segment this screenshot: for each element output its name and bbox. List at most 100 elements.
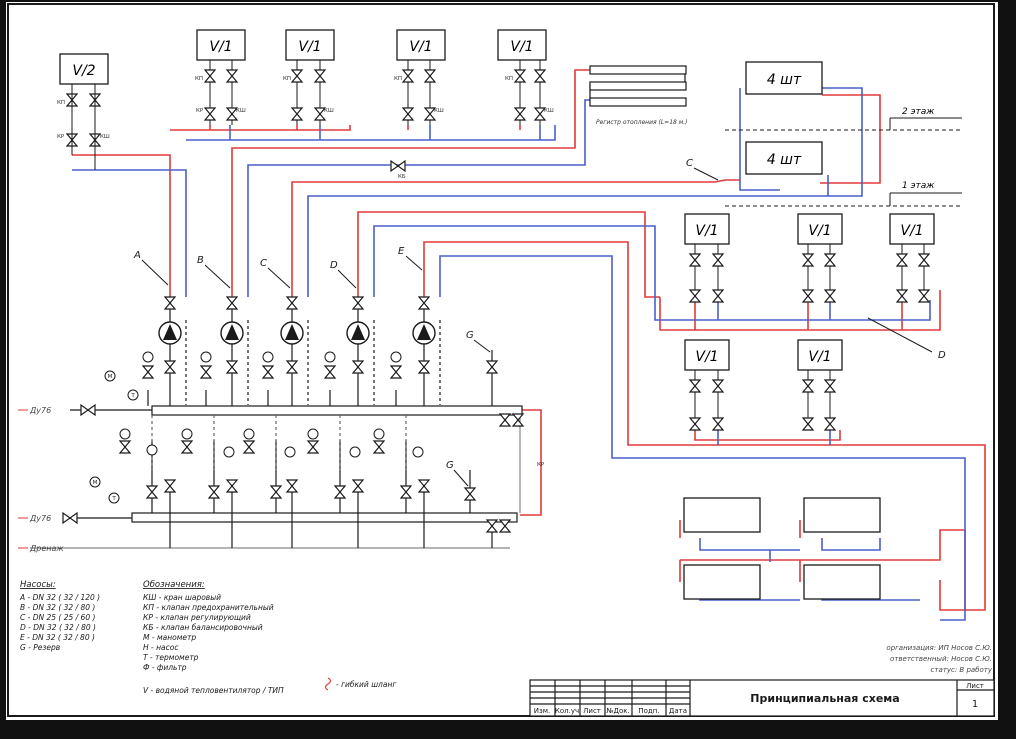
vent-unit-v2: V/2	[59, 53, 109, 170]
svg-text:Подп.: Подп.	[638, 707, 659, 715]
svg-text:Т: Т	[111, 496, 116, 502]
svg-text:КР: КР	[196, 108, 204, 114]
svg-text:Т - термометр: Т - термометр	[143, 653, 199, 662]
floor1-label: 1 этаж	[902, 181, 935, 191]
svg-text:V/1: V/1	[695, 223, 718, 239]
svg-text:B: B	[197, 255, 204, 266]
svg-text:КБ: КБ	[398, 174, 406, 180]
svg-text:G: G	[446, 460, 454, 471]
svg-text:- гибкий шланг: - гибкий шланг	[336, 680, 396, 689]
svg-text:КШ: КШ	[324, 108, 334, 114]
svg-text:КШ: КШ	[100, 134, 110, 140]
svg-text:КБ - клапан балансировочный: КБ - клапан балансировочный	[143, 623, 263, 632]
svg-text:Т: Т	[130, 393, 135, 399]
pump-labels: A B C D E G G C D	[133, 158, 946, 471]
org-info: организация: ИП Носов С.Ю. ответственный…	[886, 644, 992, 674]
vent-unit-label: V/1	[409, 39, 432, 55]
manifold-lines	[30, 69, 686, 549]
svg-text:М: М	[93, 480, 98, 486]
valve-code-labels: КП КР КШ КП КР КШ КП КШ КП КШ КП КШ КБ	[57, 76, 554, 180]
svg-text:КП: КП	[283, 76, 291, 82]
svg-text:B - DN 32 ( 32 / 80 ): B - DN 32 ( 32 / 80 )	[20, 603, 95, 612]
title-block-columns: Изм. Кол.уч Лист №Док. Подп. Дата	[534, 707, 687, 715]
radiator-note: Регистр отопления (L=18 м.)	[596, 119, 688, 126]
svg-text:М: М	[108, 374, 113, 380]
title-block	[529, 679, 995, 717]
svg-text:V/1: V/1	[900, 223, 923, 239]
floor-markers	[725, 117, 962, 207]
radiator	[803, 497, 881, 533]
svg-text:А - DN 32 ( 32 / 120 ): А - DN 32 ( 32 / 120 )	[19, 593, 100, 602]
radiator	[803, 564, 881, 600]
svg-text:D: D	[330, 260, 338, 271]
vent-unit-right-3: V/1	[889, 213, 935, 303]
svg-text:Лист: Лист	[583, 707, 601, 715]
svg-text:G - Резерв: G - Резерв	[20, 643, 60, 652]
radiator-register	[589, 65, 687, 107]
svg-text:V - водяной тепловентилятор /: V - водяной тепловентилятор / ТИП	[143, 686, 284, 695]
fancoil-count-label: 4 шт	[767, 152, 802, 168]
svg-text:ответственный: Носов С.Ю.: ответственный: Носов С.Ю.	[890, 655, 992, 663]
radiator	[683, 497, 761, 533]
drawing-title: Принципиальная схема	[750, 692, 899, 705]
sheet-number: 1	[972, 699, 978, 710]
svg-text:КР: КР	[57, 134, 65, 140]
svg-text:КП: КП	[195, 76, 203, 82]
input-label-lower: Ду76	[29, 514, 51, 523]
svg-text:КП: КП	[57, 100, 65, 106]
svg-text:Ф - фильтр: Ф - фильтр	[143, 663, 187, 672]
svg-text:D - DN 32 ( 32 / 80 ): D - DN 32 ( 32 / 80 )	[20, 623, 96, 632]
radiator	[683, 564, 761, 600]
svg-text:V/1: V/1	[695, 349, 718, 365]
fancoil-count-label: 4 шт	[767, 72, 802, 88]
leader-lines	[141, 167, 933, 487]
vent-unit-label: V/1	[298, 39, 321, 55]
legend-symbols: Обозначения: КШ - кран шаровый КП - клап…	[143, 580, 396, 695]
svg-text:E - DN 32 ( 32 / 80 ): E - DN 32 ( 32 / 80 )	[20, 633, 95, 642]
svg-text:E: E	[398, 246, 405, 257]
svg-text:КР - клапан регулирующий: КР - клапан регулирующий	[143, 613, 251, 622]
svg-text:Обозначения:: Обозначения:	[143, 580, 205, 590]
sheet-label: Лист	[966, 682, 984, 690]
svg-text:КП: КП	[505, 76, 513, 82]
input-ticks	[18, 409, 28, 549]
svg-text:D: D	[938, 350, 946, 361]
vent-unit-right-4: V/1	[684, 339, 730, 431]
floor2-label: 2 этаж	[902, 107, 935, 117]
vent-unit-label: V/1	[510, 39, 533, 55]
supply-pipes	[72, 69, 986, 611]
svg-text:Н - насос: Н - насос	[143, 643, 179, 652]
svg-text:организация: ИП Носов С.Ю.: организация: ИП Носов С.Ю.	[886, 644, 992, 652]
svg-text:V/1: V/1	[808, 223, 831, 239]
vent-unit-label: V/2	[72, 63, 95, 79]
sheet-frame	[7, 3, 995, 717]
vent-unit-top-2: V/1	[285, 29, 335, 125]
svg-text:Изм.: Изм.	[534, 707, 550, 715]
vent-unit-right-2: V/1	[797, 213, 843, 303]
radiators-group	[683, 497, 881, 600]
input-label-upper: Ду76	[29, 406, 51, 415]
drain-label: Дренаж	[29, 544, 64, 553]
svg-text:Насосы:: Насосы:	[20, 580, 56, 590]
svg-text:статус: В работу: статус: В работу	[931, 666, 993, 674]
svg-text:КП - клапан предохранительный: КП - клапан предохранительный	[143, 603, 274, 612]
svg-text:Дата: Дата	[669, 707, 687, 715]
legend-pumps: Насосы: А - DN 32 ( 32 / 120 ) B - DN 32…	[19, 580, 100, 652]
svg-text:КШ: КШ	[544, 108, 554, 114]
vent-unit-right-5: V/1	[797, 339, 843, 431]
svg-text:A: A	[133, 250, 141, 261]
vent-unit-right-1: V/1	[684, 213, 730, 303]
svg-text:Кол.уч: Кол.уч	[555, 707, 579, 715]
vent-unit-label: V/1	[209, 39, 232, 55]
hose-icon	[324, 677, 332, 691]
vent-unit-top-1: V/1	[196, 29, 246, 125]
svg-text:КШ: КШ	[434, 108, 444, 114]
svg-text:V/1: V/1	[808, 349, 831, 365]
svg-text:C: C	[686, 158, 693, 169]
fancoil-group-floor1: 4 шт	[745, 141, 823, 175]
svg-text:М - манометр: М - манометр	[143, 633, 196, 642]
svg-text:КШ: КШ	[236, 108, 246, 114]
svg-text:№Док.: №Док.	[606, 707, 630, 715]
svg-text:G: G	[466, 330, 474, 341]
